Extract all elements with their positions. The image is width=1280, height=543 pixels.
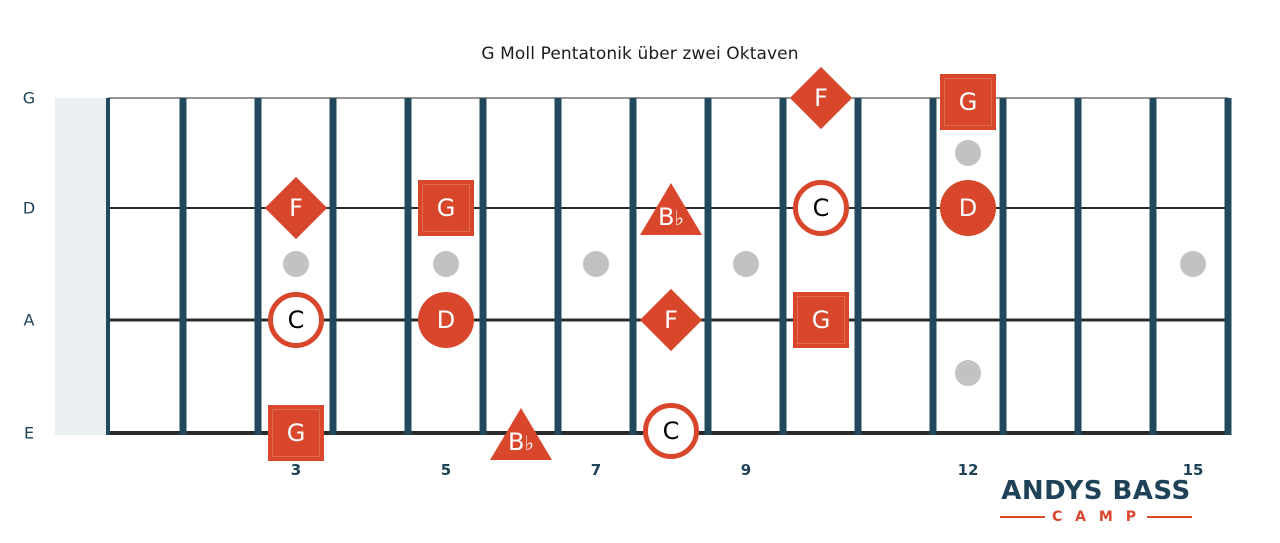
note-label: G (436, 194, 456, 222)
nut-zone (55, 98, 108, 435)
square-shape-icon (418, 180, 474, 236)
logo-camp-text: C A M P (1052, 509, 1140, 525)
note-label: G (811, 306, 831, 334)
circle-filled-shape-icon (940, 180, 996, 236)
note-label: C (662, 417, 680, 445)
note-marker-g-e-fret3[interactable]: G (268, 405, 324, 461)
string-label-g: G (22, 88, 36, 108)
inlay-dot (955, 140, 981, 166)
note-marker-g-g-fret12[interactable]: G (940, 74, 996, 130)
note-label: F (814, 84, 828, 112)
fret-wire-5 (479, 98, 487, 435)
square-shape-icon (793, 292, 849, 348)
fret-wire-6 (554, 98, 562, 435)
logo-rule-right (1146, 516, 1192, 518)
fret-wire-7 (629, 98, 637, 435)
note-label: F (289, 194, 303, 222)
inlay-dot (955, 360, 981, 386)
fret-wire-11 (929, 98, 937, 435)
note-label: D (958, 194, 978, 222)
note-label: G (286, 419, 306, 447)
note-marker-g-d-fret5[interactable]: G (418, 180, 474, 236)
note-marker-f-d-fret3[interactable]: F (264, 176, 328, 240)
note-marker-f-a-fret8[interactable]: F (639, 288, 703, 352)
inlay-dot (733, 251, 759, 277)
fret-wire-12 (999, 98, 1007, 435)
fret-wire-10 (854, 98, 862, 435)
circle-open-shape-icon (643, 403, 699, 459)
brand-logo: ANDYS BASS C A M P (1000, 478, 1192, 524)
string-line-g (108, 97, 1228, 99)
string-label-e: E (23, 423, 35, 443)
square-shape-icon (940, 74, 996, 130)
triangle-shape-icon (640, 183, 702, 235)
fret-wire-2 (254, 98, 262, 435)
fret-number-3: 3 (290, 461, 302, 479)
inlay-dot (583, 251, 609, 277)
inlay-dot (433, 251, 459, 277)
circle-filled-shape-icon (418, 292, 474, 348)
fret-number-12: 12 (957, 461, 979, 479)
fret-number-7: 7 (590, 461, 602, 479)
inlay-dot (283, 251, 309, 277)
note-marker-d-a-fret5[interactable]: D (418, 292, 474, 348)
fret-wire-4 (404, 98, 412, 435)
note-label: F (664, 306, 678, 334)
fret-wire-9 (779, 98, 787, 435)
fret-wire-14 (1149, 98, 1157, 435)
note-label: B♭ (658, 203, 684, 231)
note-marker-bb-e-fret6[interactable]: B♭ (490, 404, 552, 462)
fret-wire-13 (1074, 98, 1082, 435)
inlay-dot (1180, 251, 1206, 277)
note-label: C (287, 306, 305, 334)
fret-wire-8 (704, 98, 712, 435)
note-label: C (812, 194, 830, 222)
fret-wire-15 (1224, 98, 1232, 435)
note-marker-c-a-fret3[interactable]: C (268, 292, 324, 348)
square-shape-icon (268, 405, 324, 461)
note-marker-d-d-fret12[interactable]: D (940, 180, 996, 236)
note-marker-bb-d-fret8[interactable]: B♭ (640, 179, 702, 237)
triangle-shape-icon (490, 408, 552, 460)
note-label: B♭ (508, 428, 534, 456)
logo-rule-left (1000, 516, 1046, 518)
logo-subline: C A M P (1000, 510, 1192, 524)
logo-wordmark: ANDYS BASS (1001, 476, 1191, 506)
note-marker-f-g-fret10[interactable]: F (789, 66, 853, 130)
note-marker-c-d-fret10[interactable]: C (793, 180, 849, 236)
note-label: D (436, 306, 456, 334)
string-label-d: D (22, 198, 36, 218)
fret-wire-1 (179, 98, 187, 435)
note-marker-c-e-fret8[interactable]: C (643, 403, 699, 459)
page-title: G Moll Pentatonik über zwei Oktaven (481, 44, 799, 64)
circle-open-shape-icon (268, 292, 324, 348)
note-label: G (958, 88, 978, 116)
fret-number-15: 15 (1182, 461, 1204, 479)
fret-wire-3 (329, 98, 337, 435)
nut-wire (106, 98, 110, 435)
note-marker-g-a-fret10[interactable]: G (793, 292, 849, 348)
fret-number-9: 9 (740, 461, 752, 479)
string-label-a: A (23, 310, 35, 330)
circle-open-shape-icon (793, 180, 849, 236)
fret-number-5: 5 (440, 461, 452, 479)
